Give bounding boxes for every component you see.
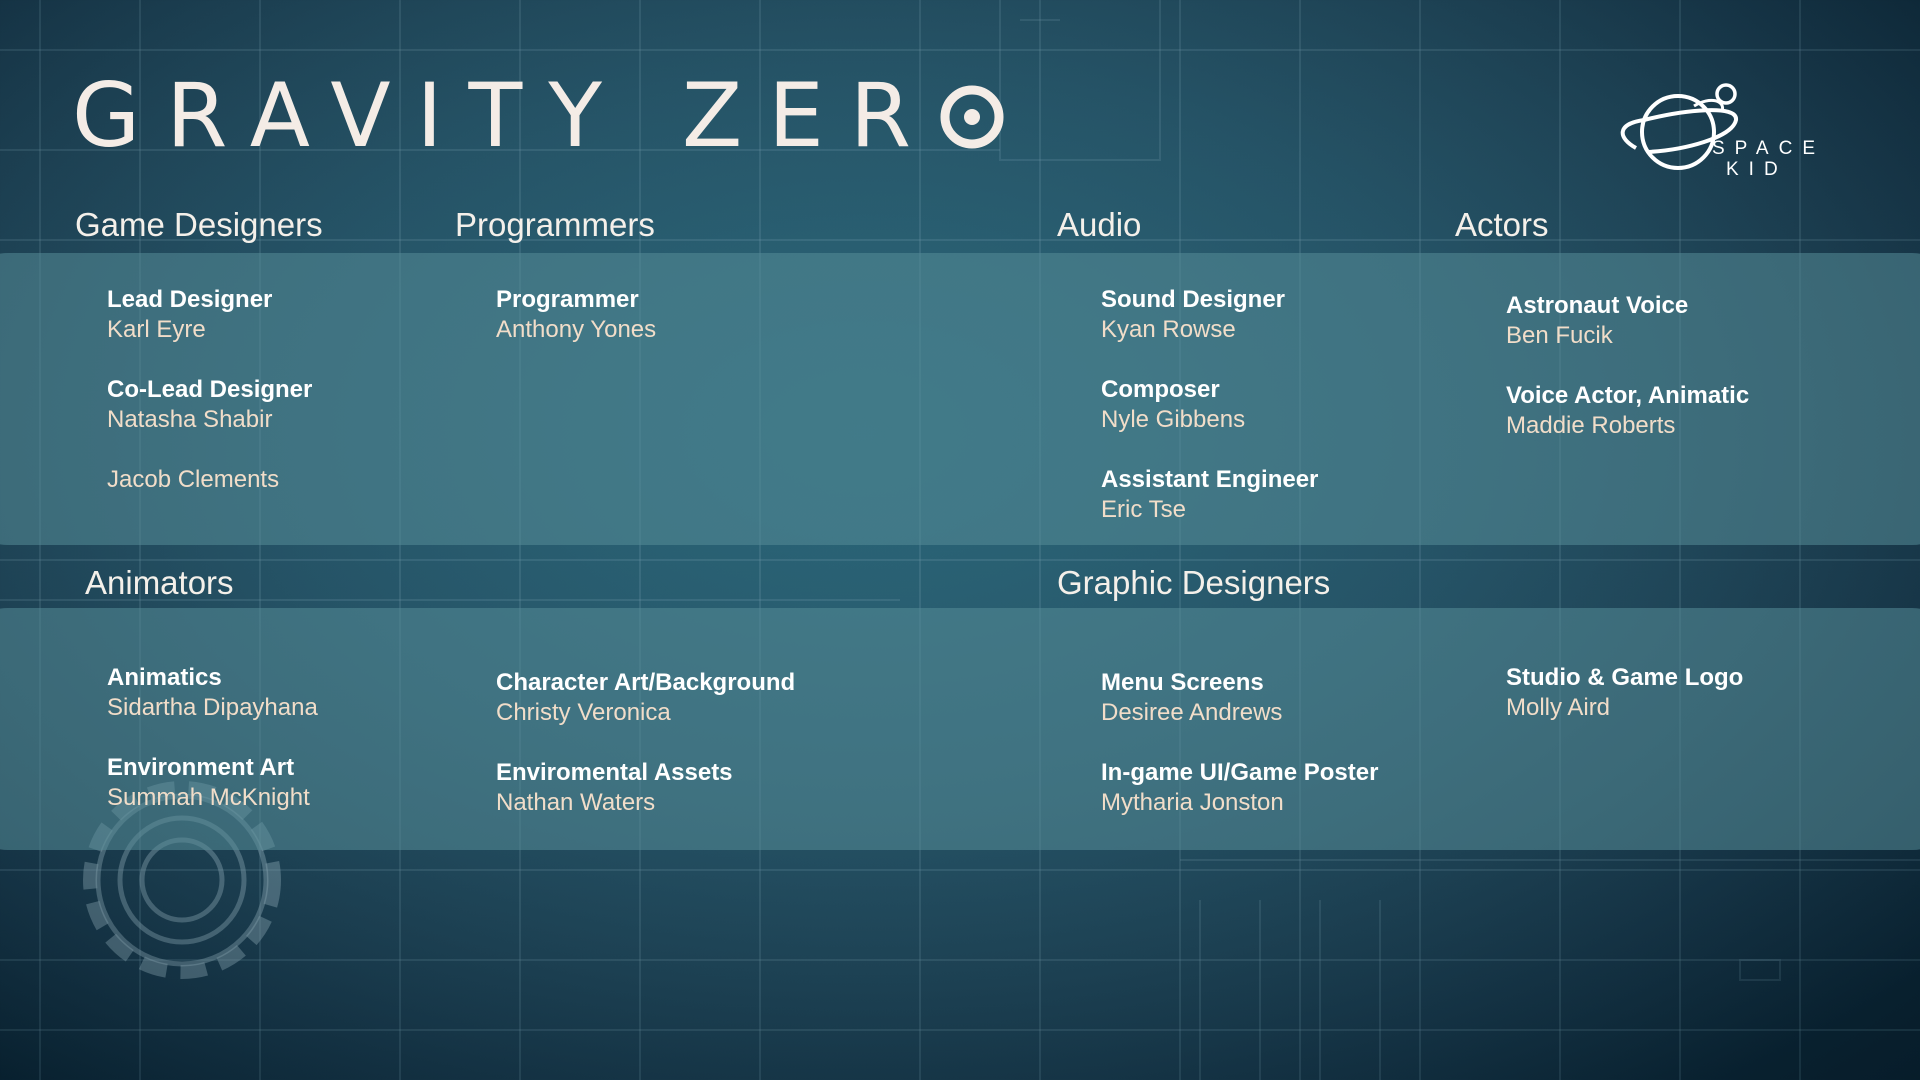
credit-entry: In-game UI/Game Poster Mytharia Jonston bbox=[1101, 758, 1378, 818]
credit-role: In-game UI/Game Poster bbox=[1101, 759, 1379, 786]
credit-role: Astronaut Voice bbox=[1506, 292, 1689, 319]
credits-band-bottom bbox=[0, 608, 1920, 850]
credit-entry: Studio & Game Logo Molly Aird bbox=[1506, 663, 1743, 723]
credit-entry: Menu Screens Desiree Andrews bbox=[1101, 668, 1282, 728]
credit-name: Eric Tse bbox=[1101, 496, 1186, 523]
credit-name: Mytharia Jonston bbox=[1101, 789, 1284, 816]
credit-role: Lead Designer bbox=[107, 286, 273, 313]
credit-role: Character Art/Background bbox=[496, 669, 796, 696]
credit-name: Karl Eyre bbox=[107, 316, 206, 343]
credit-entry: Composer Nyle Gibbens bbox=[1101, 375, 1245, 435]
credit-entry: Enviromental Assets Nathan Waters bbox=[496, 758, 733, 818]
credit-name: Natasha Shabir bbox=[107, 406, 273, 433]
credit-entry: Programmer Anthony Yones bbox=[496, 285, 656, 345]
planet-icon bbox=[1620, 83, 1738, 170]
credit-role: Composer bbox=[1101, 376, 1220, 403]
credit-role: Voice Actor, Animatic bbox=[1506, 382, 1750, 409]
credit-role: Co-Lead Designer bbox=[107, 376, 313, 403]
credit-role: Enviromental Assets bbox=[496, 759, 733, 786]
game-title: GRAVITY ZER bbox=[72, 72, 1005, 164]
credit-entry: Sound Designer Kyan Rowse bbox=[1101, 285, 1285, 345]
logo-line-2: KID bbox=[1726, 159, 1788, 180]
credit-name: Summah McKnight bbox=[107, 784, 310, 811]
credit-entry: Voice Actor, Animatic Maddie Roberts bbox=[1506, 381, 1749, 441]
credit-role: Assistant Engineer bbox=[1101, 466, 1319, 493]
credit-name: Anthony Yones bbox=[496, 316, 657, 343]
credit-entry: Assistant Engineer Eric Tse bbox=[1101, 465, 1318, 525]
credit-entry: Jacob Clements bbox=[107, 465, 279, 495]
credit-role: Environment Art bbox=[107, 754, 295, 781]
credit-name: Nyle Gibbens bbox=[1101, 406, 1246, 433]
target-o-icon bbox=[939, 76, 1005, 164]
credit-name: Ben Fucik bbox=[1506, 322, 1613, 349]
credit-role: Menu Screens bbox=[1101, 669, 1264, 696]
credit-entry: Astronaut Voice Ben Fucik bbox=[1506, 291, 1688, 351]
heading-animators: Animators bbox=[85, 564, 234, 601]
credit-entry: Character Art/Background Christy Veronic… bbox=[496, 668, 795, 728]
credit-name: Christy Veronica bbox=[496, 699, 671, 726]
studio-logo: SPACE KID bbox=[1614, 80, 1824, 190]
credit-role: Studio & Game Logo bbox=[1506, 664, 1744, 691]
credits-band-top bbox=[0, 253, 1920, 545]
credit-role: Programmer bbox=[496, 286, 639, 313]
credit-entry: Environment Art Summah McKnight bbox=[107, 753, 310, 813]
credit-entry: Lead Designer Karl Eyre bbox=[107, 285, 272, 345]
heading-actors: Actors bbox=[1455, 206, 1549, 243]
heading-programmers: Programmers bbox=[455, 206, 655, 243]
credit-name: Molly Aird bbox=[1506, 694, 1611, 721]
credit-name: Sidartha Dipayhana bbox=[107, 694, 318, 721]
heading-audio: Audio bbox=[1057, 206, 1142, 243]
credit-name: Jacob Clements bbox=[107, 466, 280, 493]
heading-graphic-designers: Graphic Designers bbox=[1057, 564, 1331, 601]
credit-name: Kyan Rowse bbox=[1101, 316, 1236, 343]
credit-name: Desiree Andrews bbox=[1101, 699, 1283, 726]
heading-game-designers: Game Designers bbox=[75, 206, 323, 243]
credit-name: Maddie Roberts bbox=[1506, 412, 1676, 439]
credit-entry: Animatics Sidartha Dipayhana bbox=[107, 663, 318, 723]
credit-role: Sound Designer bbox=[1101, 286, 1286, 313]
credit-entry: Co-Lead Designer Natasha Shabir bbox=[107, 375, 312, 435]
credit-role: Animatics bbox=[107, 664, 222, 691]
logo-line-1: SPACE bbox=[1712, 138, 1826, 159]
credit-name: Nathan Waters bbox=[496, 789, 656, 816]
